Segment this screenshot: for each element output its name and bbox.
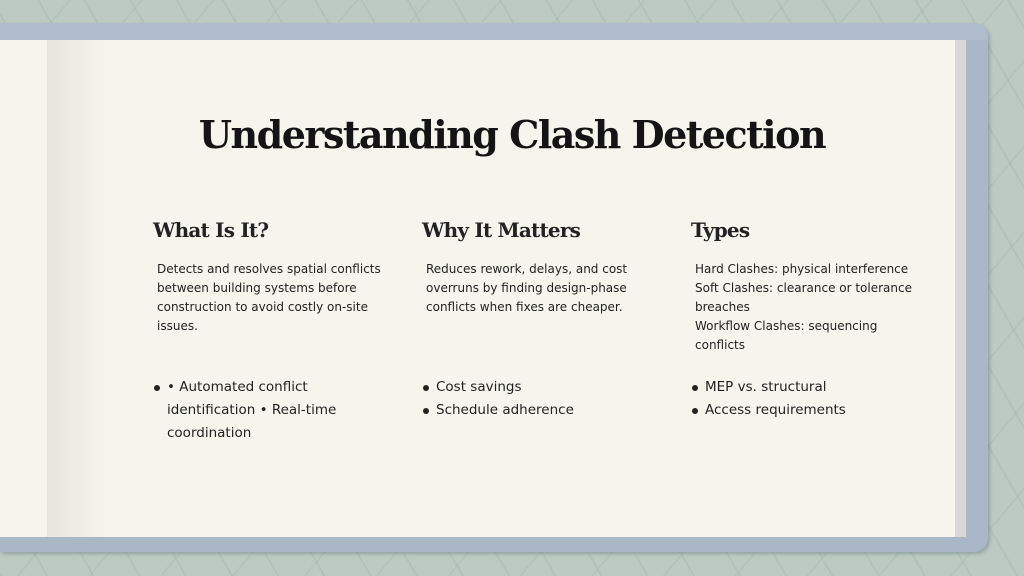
column-text: Reduces rework, delays, and cost overrun… [426,262,628,314]
bullet-item: MEP vs. structural [691,376,926,399]
column-heading: What Is It? [153,218,269,242]
bullet-item: Schedule adherence [422,399,657,422]
slide-page [0,40,955,537]
bullet-item: Access requirements [691,399,926,422]
column-types: Types Hard Clashes: physical interferenc… [691,218,926,422]
bullet-item: Cost savings [422,376,657,399]
column-heading: Types [691,218,750,242]
book-frame-top [0,23,988,40]
column-text: Detects and resolves spatial conflicts b… [157,262,381,333]
column-text: Hard Clashes: physical interference Soft… [695,262,912,352]
column-what-is-it: What Is It? Detects and resolves spatial… [153,218,388,445]
column-why-it-matters: Why It Matters Reduces rework, delays, a… [422,218,657,422]
column-heading: Why It Matters [422,218,581,242]
bullet-item: • Automated conflict identification • Re… [153,376,388,445]
bullet-list: • Automated conflict identification • Re… [153,376,388,445]
slide-title: Understanding Clash Detection [198,112,827,157]
page-gutter [47,40,107,537]
